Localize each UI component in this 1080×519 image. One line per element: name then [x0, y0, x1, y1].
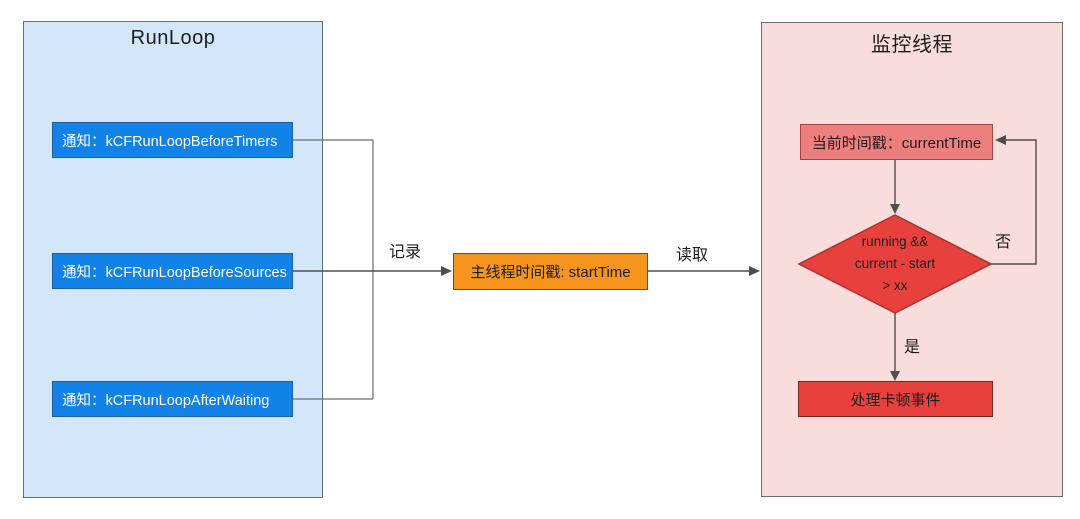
runloop-panel-title: RunLoop — [130, 27, 216, 49]
notify-before-sources-label: 通知：kCFRunLoopBeforeSources — [62, 264, 287, 281]
no-branch-loop-line — [991, 139, 1037, 265]
decision-line-2: current - start — [854, 256, 936, 271]
start-time-label: 主线程时间戳: startTime — [470, 264, 631, 281]
notify-after-waiting-label: 通知：kCFRunLoopAfterWaiting — [62, 392, 270, 409]
decision-line-3: > xx — [882, 278, 908, 293]
notify-after-waiting-node: 通知：kCFRunLoopAfterWaiting — [52, 381, 293, 417]
decision-condition-text: running && current - start > xx — [799, 231, 991, 297]
notify-before-timers-node: 通知：kCFRunLoopBeforeTimers — [52, 122, 293, 158]
notify-before-timers-label: 通知：kCFRunLoopBeforeTimers — [62, 133, 278, 150]
handle-lag-event-node: 处理卡顿事件 — [798, 381, 993, 417]
decision-arrowhead-icon — [890, 204, 900, 214]
current-time-label: 当前时间戳：currentTime — [811, 134, 982, 152]
record-edge-label: 记录 — [389, 244, 422, 261]
read-edge-label: 读取 — [676, 247, 709, 264]
monitor-thread-panel-title: 监控线程 — [871, 34, 953, 56]
current-time-node: 当前时间戳：currentTime — [800, 124, 993, 160]
yes-arrowhead-icon — [890, 371, 900, 381]
start-time-node: 主线程时间戳: startTime — [453, 253, 648, 290]
no-edge-label: 否 — [995, 234, 1012, 251]
record-arrowhead-icon — [441, 266, 452, 276]
yes-edge-label: 是 — [904, 339, 921, 356]
no-arrowhead-icon — [995, 135, 1006, 145]
handle-lag-event-label: 处理卡顿事件 — [850, 391, 941, 409]
notify-before-sources-node: 通知：kCFRunLoopBeforeSources — [52, 253, 293, 289]
decision-line-1: running && — [861, 234, 929, 249]
read-arrowhead-icon — [749, 266, 760, 276]
